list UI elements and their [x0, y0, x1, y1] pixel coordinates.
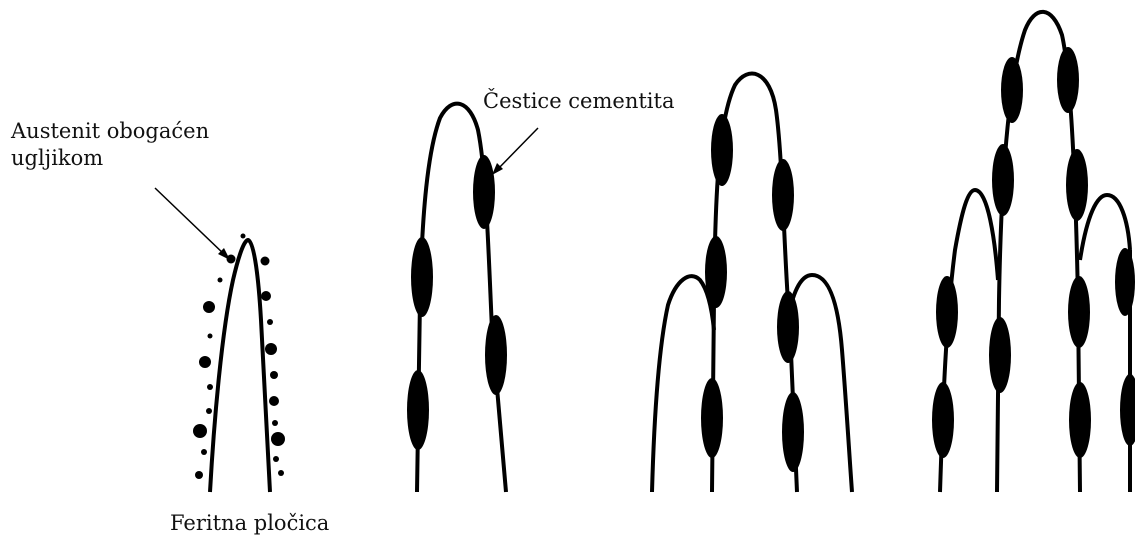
stage-3-colony [652, 74, 852, 492]
stage-4-colony [932, 12, 1135, 492]
cementite-particles [701, 114, 804, 472]
ferrite-label: Feritna pločica [170, 510, 329, 537]
stage-2-colony [407, 104, 538, 492]
cementite-pointer-arrow [492, 128, 538, 175]
carbon-particles [193, 234, 285, 480]
austenite-pointer-arrow [155, 188, 230, 260]
cementite-label: Čestice cementita [483, 88, 674, 115]
left-arch [652, 276, 714, 492]
austenite-label: Austenit obogaćen ugljikom [11, 118, 209, 172]
austenite-label-line-1: Austenit obogaćen [11, 118, 209, 145]
austenite-label-line-2: ugljikom [11, 145, 209, 172]
cementite-particles [932, 47, 1135, 458]
stage-1-ferrite-plate [155, 188, 285, 492]
